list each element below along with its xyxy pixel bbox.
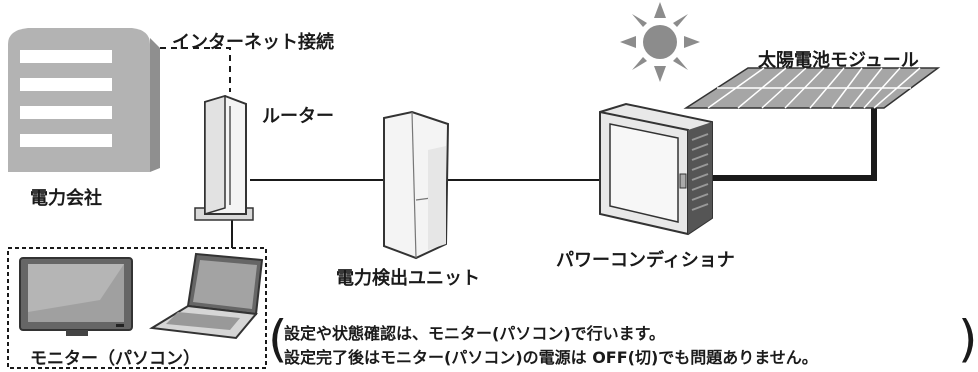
power-conditioner-label: パワーコンディショナ — [556, 250, 735, 271]
laptop-icon — [149, 252, 264, 340]
power-detector-icon — [383, 110, 450, 260]
power-detector-label: 電力検出ユニット — [336, 268, 480, 289]
internet-dashed-line — [160, 47, 231, 92]
note-line-1: 設定や状態確認は、モニター(パソコン)で行います。 — [284, 324, 666, 343]
monitor-pc-label: モニター（パソコン） — [30, 349, 200, 369]
solar-panel-icon — [683, 67, 941, 109]
note-open-paren: ( — [268, 310, 288, 368]
power-company-label: 電力会社 — [30, 188, 102, 209]
solar-module-label: 太陽電池モジュール — [758, 50, 919, 71]
connection-lines — [160, 47, 877, 248]
power-conditioner-icon — [599, 102, 713, 236]
monitor-group-box — [7, 247, 267, 369]
internet-connection-label: インターネット接続 — [172, 32, 334, 53]
note-close-paren: ) — [958, 310, 978, 368]
panel-to-conditioner-cable — [706, 98, 877, 181]
sun-icon — [620, 2, 700, 82]
router-label: ルーター — [262, 106, 334, 127]
tv-monitor-icon — [19, 257, 133, 336]
note-box: ( 設定や状態確認は、モニター(パソコン)で行います。 設定完了後はモニター(パ… — [268, 314, 978, 372]
note-line-2: 設定完了後はモニター(パソコン)の電源は OFF(切)でも問題ありません。 — [284, 348, 818, 367]
router-icon — [194, 94, 254, 221]
building-icon — [8, 28, 160, 172]
